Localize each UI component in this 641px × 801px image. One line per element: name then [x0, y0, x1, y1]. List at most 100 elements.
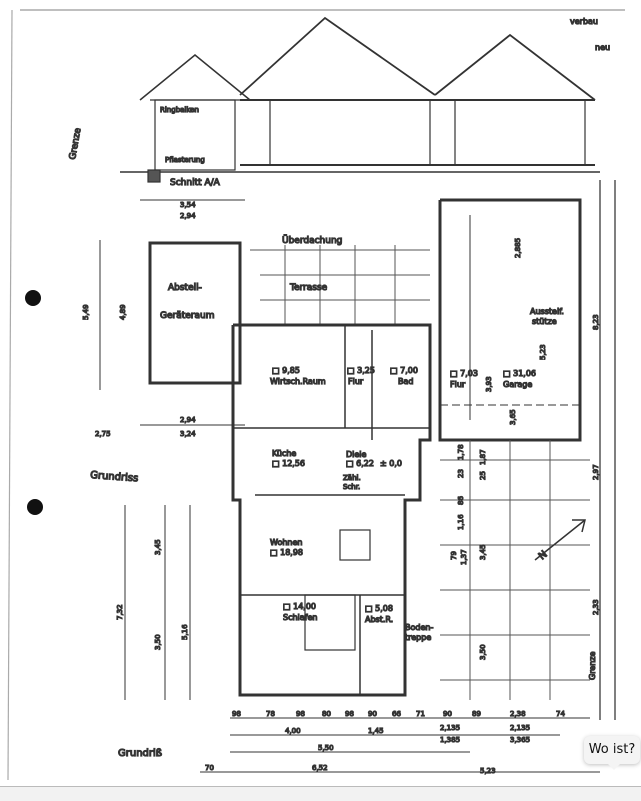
storage-label-1: Abstell- [168, 283, 202, 293]
dim-text: 98 [296, 710, 305, 718]
dim-text: 3,365 [510, 736, 530, 744]
north-label: N [537, 549, 550, 562]
dim-text: 7,32 [116, 604, 124, 620]
dim-text: 3,93 [485, 376, 493, 392]
house-walls [231, 323, 432, 697]
bottom-bar [0, 786, 641, 801]
room-area: □ 14,00 [283, 602, 316, 611]
meter-cabinet-label: Zähl. [343, 474, 361, 482]
room-area: □ 6,22 [346, 459, 374, 468]
path-paving [440, 180, 616, 720]
ringbalken-label: Ringbalken [160, 106, 199, 114]
room-area: □ 3,25 [347, 366, 375, 375]
dim-text: 3,45 [154, 539, 162, 555]
support-label: Aussteif. [530, 307, 564, 316]
dim-text: 23 [457, 469, 465, 478]
dimension-texts: 3,54 2,94 2,94 3,24 2,75 5,49 4,89 7,32 … [81, 200, 600, 775]
dim-text: 1,78 [457, 444, 465, 460]
room-name: Flur [450, 380, 466, 389]
pflasterung-label: Pflasterung [165, 156, 205, 164]
grundriss-heading: Grundriss [90, 470, 139, 484]
dim-text: 66 [392, 710, 401, 718]
dim-text: 1,385 [440, 736, 460, 744]
dim-text: 5,16 [181, 624, 189, 640]
punch-hole [25, 290, 41, 306]
north-arrow-icon [534, 519, 586, 561]
storage-label-2: Geräteraum [160, 311, 214, 321]
level-marker: ± 0,0 [380, 459, 402, 468]
dim-text: 2,885 [514, 238, 522, 258]
dim-text: 4,89 [119, 304, 127, 320]
room-area: □ 18,98 [270, 548, 303, 557]
meter-cabinet-label: Schr. [343, 483, 360, 491]
dim-text: 25 [479, 471, 487, 480]
dim-text: 90 [443, 710, 452, 718]
storage-room-walls [148, 241, 242, 385]
room-name: Wirtsch.Raum [270, 377, 326, 386]
dim-text: 2,75 [95, 430, 111, 438]
dim-text: 80 [322, 710, 331, 718]
dim-text: 2,97 [592, 464, 600, 480]
dim-text: 8,23 [592, 314, 600, 330]
dim-text: 98 [232, 710, 241, 718]
section-view [120, 16, 600, 183]
boundary-label: Grenze [588, 651, 597, 680]
room-area: □ 9,85 [272, 366, 300, 375]
room-area: □ 5,08 [365, 604, 393, 613]
dim-text: 1,87 [479, 449, 487, 465]
dim-text: 2,33 [592, 599, 600, 615]
dim-text: 5,50 [318, 744, 334, 752]
dim-text: 71 [416, 710, 425, 718]
dim-text: 90 [368, 710, 377, 718]
dim-text: 79 [450, 551, 458, 560]
dim-text: 1,37 [460, 549, 468, 565]
section-grenze-label: Grenze [68, 127, 83, 161]
dim-text: 6,52 [312, 764, 328, 772]
room-name: Wohnen [270, 538, 302, 547]
dimension-lines [99, 199, 600, 773]
dim-text: 3,50 [479, 644, 487, 660]
dim-text: 2,94 [180, 212, 196, 220]
room-area: □ 12,56 [272, 459, 305, 468]
room-name: Küche [272, 449, 296, 458]
dim-text: 1,16 [457, 514, 465, 530]
room-name: Schlafen [283, 613, 317, 622]
terrace-label: Terrasse [289, 283, 328, 293]
dim-text: 2,94 [180, 416, 196, 424]
room-name: Garage [503, 380, 532, 389]
room-name: Abst.R. [365, 615, 393, 624]
corner-note: neu [595, 43, 610, 52]
attic-stair-label: Boden- [405, 623, 433, 632]
dim-text: 89 [472, 710, 481, 718]
garage-walls [438, 198, 582, 442]
room-name: Diele [346, 450, 367, 459]
room-name: Flur [348, 377, 364, 386]
attic-stair-label: treppe [405, 633, 431, 642]
dim-text: 2,135 [510, 724, 530, 732]
dim-text: 3,54 [180, 201, 196, 209]
grundriss-caption: Grundriß [118, 748, 162, 759]
frame-line [7, 9, 13, 781]
dim-text: 86 [457, 496, 465, 505]
dim-text: 74 [556, 710, 565, 718]
room-name: Bad [398, 377, 413, 386]
where-is-button[interactable]: Wo ist? [584, 736, 640, 770]
dim-text: 1,45 [368, 727, 384, 735]
dim-text: 3,65 [509, 409, 517, 425]
dim-text: 78 [266, 710, 275, 718]
punch-hole [27, 499, 43, 515]
dim-text: 98 [345, 710, 354, 718]
dim-text: 2,38 [510, 710, 526, 718]
dim-text: 3,24 [180, 430, 196, 438]
dim-text: 4,00 [285, 727, 301, 735]
dim-text: 70 [205, 764, 214, 772]
dim-text: 3,45 [479, 544, 487, 560]
room-area: □ 7,00 [390, 366, 418, 375]
support-label: stütze [532, 317, 557, 326]
dim-text: 5,23 [480, 767, 496, 775]
dim-text: 2,135 [440, 724, 460, 732]
corner-note: verbau [570, 17, 598, 26]
room-area: □ 31,06 [503, 369, 536, 378]
section-title: Schnitt A/A [170, 178, 221, 188]
